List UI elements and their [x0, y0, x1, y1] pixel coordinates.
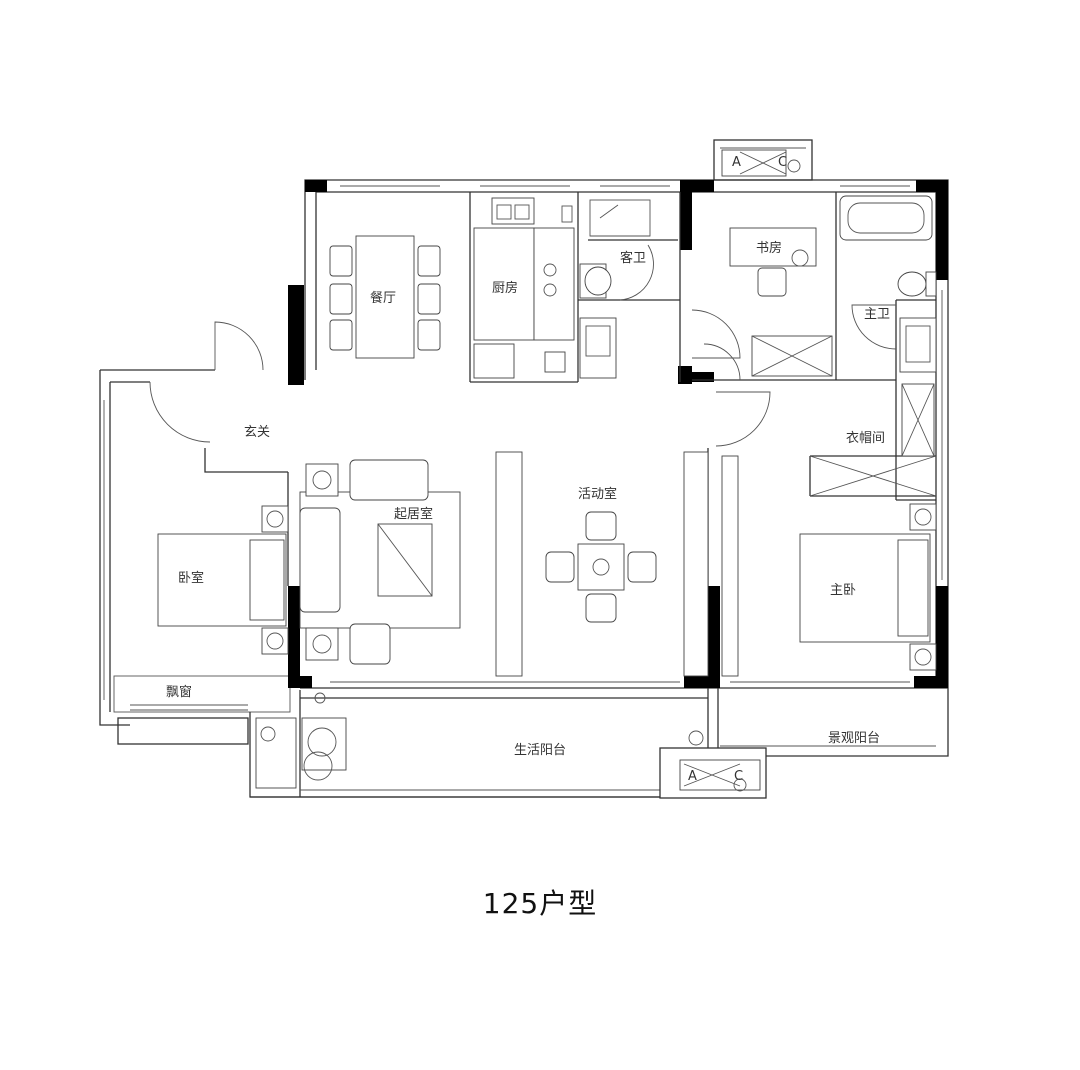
ac-label-a-top: A — [732, 155, 741, 170]
outer-walls — [99, 139, 949, 799]
master-bath-fixtures — [839, 195, 937, 373]
ac-label-a-bottom: A — [688, 769, 697, 784]
pillars — [288, 180, 948, 688]
living-furniture — [299, 459, 461, 665]
guest-bath-fixtures — [579, 199, 651, 379]
dining-furniture — [329, 235, 441, 359]
bedroom-furniture — [157, 505, 289, 655]
room-label-dining: 餐厅 — [370, 290, 396, 306]
balcony-fixtures — [255, 149, 801, 792]
floor-plan-title: 125户型 — [482, 887, 598, 920]
ac-label-c-top: C — [778, 155, 787, 170]
room-label-study: 书房 — [756, 240, 782, 256]
room-label-bedroom: 卧室 — [178, 570, 204, 586]
master-bedroom-furniture — [799, 503, 937, 671]
study-furniture — [729, 227, 833, 377]
room-label-guest-bath: 客卫 — [620, 250, 646, 266]
ac-label-c-bottom: C — [734, 769, 743, 784]
room-label-living-room: 起居室 — [394, 506, 433, 522]
windows — [103, 185, 943, 700]
cloakroom-furniture — [809, 383, 937, 497]
room-label-master-bath: 主卫 — [864, 307, 890, 322]
doors — [149, 244, 897, 447]
room-label-activity-room: 活动室 — [578, 486, 617, 502]
activity-furniture — [495, 451, 739, 677]
room-label-kitchen: 厨房 — [492, 280, 518, 296]
room-label-utility-balcony: 生活阳台 — [514, 743, 566, 758]
room-label-master-bedroom: 主卧 — [830, 583, 856, 598]
kitchen-furniture — [473, 197, 575, 379]
room-label-view-balcony: 景观阳台 — [828, 731, 880, 746]
room-label-cloakroom: 衣帽间 — [846, 430, 885, 446]
room-label-entrance: 玄关 — [244, 425, 270, 440]
room-label-bay-window: 飘窗 — [166, 684, 192, 700]
